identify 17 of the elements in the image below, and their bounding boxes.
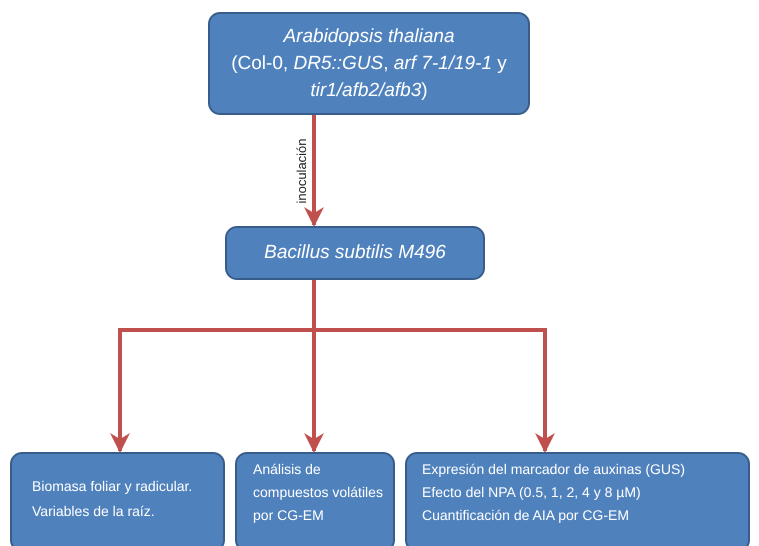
box-text: Arabidopsis thaliana <box>283 25 455 49</box>
box-text: Expresión del marcador de auxinas (GUS) <box>422 460 686 479</box>
process-box <box>405 452 750 546</box>
process-box <box>225 226 485 280</box>
arrow <box>304 115 324 227</box>
edge-label: inoculación <box>295 138 309 204</box>
arrow <box>312 280 555 453</box>
process-box <box>208 12 530 115</box>
box-text: Variables de la raíz. <box>32 502 156 521</box>
box-text: Biomasa foliar y radicular. <box>32 477 194 496</box>
box-text: Análisis de compuestos volátiles por CG-EM <box>253 460 384 525</box>
process-box <box>235 452 395 546</box>
process-box <box>10 452 225 546</box>
box-text: Efecto del NPA (0.5, 1, 2, 4 y 8 µM) <box>422 483 642 502</box>
box-text: Bacillus subtilis M496 <box>264 240 446 265</box>
box-text: (Col-0, DR5::GUS, arf 7-1/19-1 y tir1/afb2/afb3) <box>230 52 508 103</box>
box-text: Cuantificación de AIA por CG-EM <box>422 506 630 525</box>
